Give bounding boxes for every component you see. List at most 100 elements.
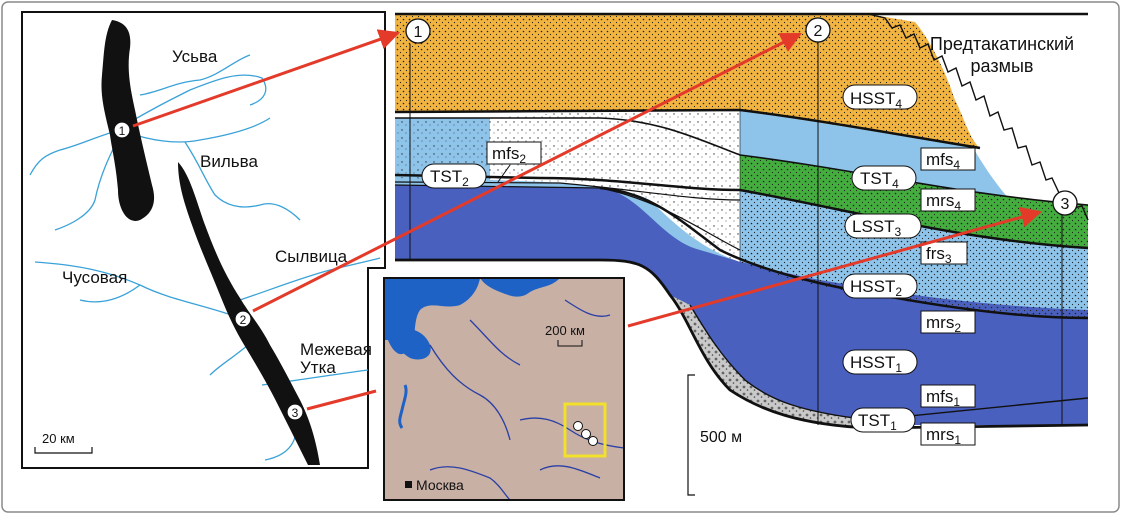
boundary-mfs4 [395, 117, 1089, 206]
label-mfs1: mfs1 [920, 384, 976, 409]
label-mrs2: mrs2 [920, 310, 976, 335]
moscow-label: Москва [416, 477, 464, 493]
unit-hsst4-pattern [395, 14, 980, 148]
label-mfs2: mfs2 [486, 141, 542, 166]
svg-text:mrs4: mrs4 [926, 191, 961, 213]
svg-text:HSST2: HSST2 [850, 277, 902, 299]
river-west [29, 129, 121, 176]
label-mrs1: mrs1 [920, 422, 976, 447]
section-scale-label: 500 м [700, 429, 742, 446]
map-site-2[interactable]: 2 [234, 310, 252, 328]
label-tst2: TST2 [421, 163, 487, 189]
svg-text:frs3: frs3 [926, 244, 952, 266]
svg-text:mfs4: mfs4 [926, 150, 960, 172]
arrow-site-1 [132, 29, 400, 128]
section-scale-bar [687, 374, 695, 496]
map-site-1[interactable]: 1 [113, 121, 131, 139]
label-hsst2: HSST2 [842, 273, 918, 299]
section-site-1-label: 1 [414, 24, 423, 41]
boundary-hsst4-base [394, 108, 981, 150]
arrow-site-2 [252, 32, 802, 313]
erosion-surface [867, 13, 1089, 221]
label-tst4: TST4 [851, 165, 917, 191]
map-scale-label: 20 км [42, 431, 75, 446]
label-hsst4: HSST4 [842, 84, 918, 111]
svg-text:TST1: TST1 [858, 411, 897, 433]
label-mfs4: mfs4 [920, 147, 976, 172]
svg-text:HSST4: HSST4 [850, 89, 902, 111]
inset-sea-north [480, 278, 560, 297]
inset-rivers [429, 299, 625, 501]
label-hsst1: HSST1 [842, 349, 918, 375]
section-site-2-label: 2 [814, 23, 823, 40]
river-chusovaya-branch [79, 284, 141, 303]
river-vilva [124, 117, 271, 143]
erosion-label-line2: размыв [971, 56, 1034, 76]
boundary-mfs2 [394, 181, 741, 201]
arrow-site-3-section [627, 206, 1043, 328]
river-sylvitsa [239, 257, 381, 301]
river-label-utka: Утка [300, 358, 336, 377]
inset-scale-label: 200 км [545, 323, 585, 338]
map-site-3-label: 3 [292, 406, 299, 420]
moscow-marker [405, 481, 412, 488]
mfs2-leader [497, 164, 511, 183]
section-site-2[interactable]: 2 [805, 17, 831, 43]
inset-site-dot-2 [581, 429, 591, 439]
section-site-3-label: 3 [1061, 196, 1070, 213]
svg-text:HSST1: HSST1 [850, 353, 902, 375]
outcrop-north [101, 20, 155, 221]
boundary-mfs1 [689, 304, 1089, 421]
svg-text:mfs2: mfs2 [492, 144, 526, 166]
svg-text:mfs1: mfs1 [926, 387, 960, 409]
inset-lake [398, 384, 408, 429]
river-network [29, 54, 381, 461]
river-south-branch [54, 134, 121, 231]
svg-text:TST4: TST4 [860, 169, 899, 191]
river-small [209, 344, 249, 376]
sequence-boundaries [394, 100, 1089, 430]
map-scale-bar [34, 447, 93, 454]
erosion-label-line1: Предтакатинский [930, 34, 1074, 54]
section-site-1[interactable]: 1 [405, 18, 431, 44]
boundary-mrs2 [599, 186, 1089, 320]
boundary-frs3 [394, 173, 1089, 250]
inset-study-area-highlight [563, 402, 607, 458]
inset-land [384, 278, 624, 500]
river-usva-branch [139, 54, 251, 96]
inset-site-dot-1 [573, 421, 583, 431]
svg-text:mrs1: mrs1 [926, 425, 961, 447]
inset-bay [394, 328, 431, 360]
inset-site-dot-3 [588, 436, 598, 446]
inset-map: 200 км Москва [383, 277, 625, 501]
river-label-mezhevaya: Межевая [300, 340, 372, 359]
label-mrs4: mrs4 [920, 188, 976, 213]
river-label-sylvitsa: Сылвица [275, 247, 348, 266]
arrow-site-3-map [306, 389, 377, 411]
inset-frame [383, 277, 625, 501]
river-label-usva: Усьва [172, 47, 218, 66]
river-usva [119, 74, 267, 129]
river-label-vilva: Вильва [200, 152, 258, 171]
section-site-3[interactable]: 3 [1052, 190, 1078, 216]
cross-section: 1 2 3 Предтакатинский размыв HSST4 mfs4 [394, 12, 1089, 496]
svg-text:LSST3: LSST3 [852, 217, 902, 239]
unit-labels: HSST4 mfs4 TST4 mrs4 LSST3 frs3 [421, 84, 976, 447]
label-tst1: TST1 [850, 407, 916, 433]
label-lsst3: LSST3 [844, 213, 922, 239]
left-map: 1 2 3 Усьва Вильва Сылвица Чусовая Межев… [21, 11, 386, 469]
boundary-mrs1 [395, 258, 1089, 430]
label-frs3: frs3 [920, 241, 968, 266]
svg-text:mrs2: mrs2 [926, 313, 961, 335]
svg-text:TST2: TST2 [430, 167, 469, 189]
map-site-1-label: 1 [119, 124, 126, 138]
river-vilva-branch [184, 141, 301, 221]
inset-scale-bar [557, 340, 583, 347]
river-label-chusovaya: Чусовая [62, 268, 127, 287]
map-site-2-label: 2 [240, 313, 247, 327]
map-site-3[interactable]: 3 [286, 403, 304, 421]
correlation-arrows [132, 29, 1043, 411]
unit-lsst3-pattern [740, 155, 1088, 248]
